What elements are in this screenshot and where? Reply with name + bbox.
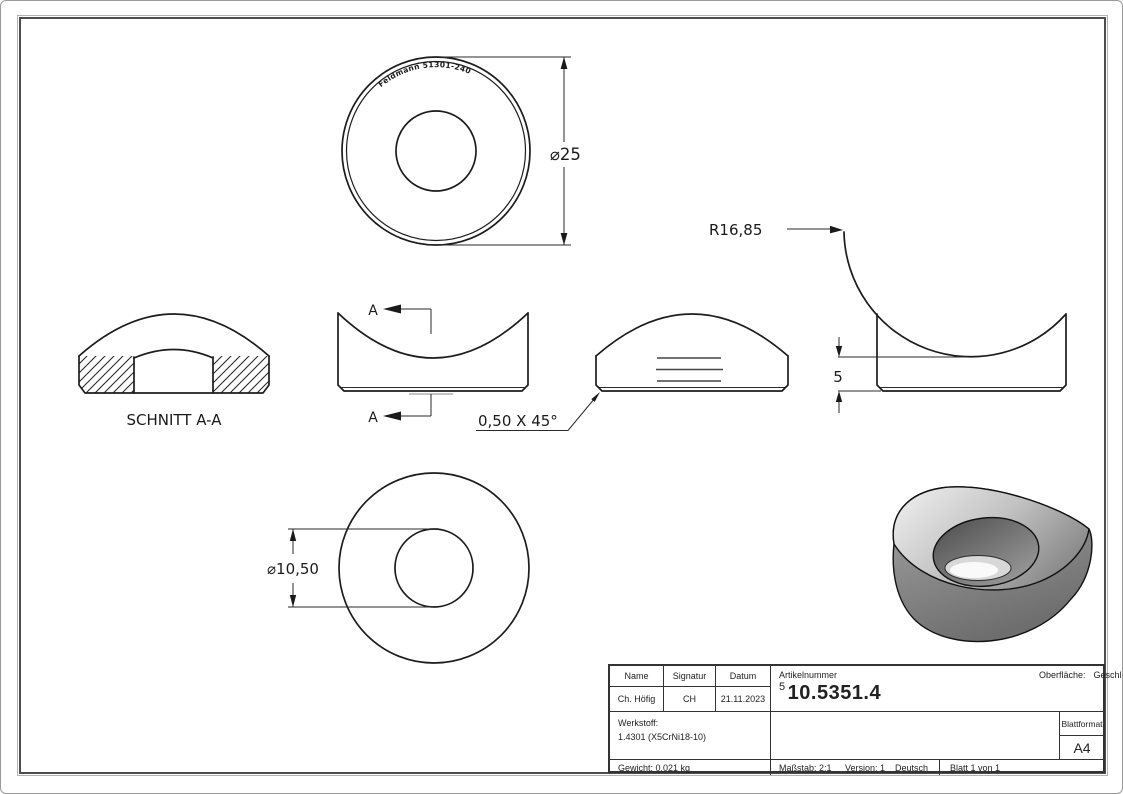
section-hole-edges <box>133 356 214 394</box>
dim-radius-label: R16,85 <box>709 221 762 239</box>
sheet-cell: Blatt 1 von 1 <box>950 762 1001 773</box>
format-value: A4 <box>1060 736 1104 760</box>
dimension-hole-diameter: ⌀10,50 <box>267 528 434 608</box>
material-cell: Werkstoff: 1.4301 (X5CrNi18-10) <box>610 712 771 760</box>
surface-value: Geschliffen Korn 240 <box>1093 670 1122 680</box>
value-signature: CH <box>664 687 716 712</box>
saddle-radius-arc <box>843 231 1067 358</box>
scale-cell: Maßstab: 2:1 Version: 1 Deutsch <box>771 760 940 775</box>
header-name: Name <box>610 666 664 687</box>
article-cell: Artikelnummer Oberfläche: Geschliffen Kor… <box>771 666 1122 712</box>
weight-cell: Gewicht: 0.021 kg <box>610 760 771 775</box>
empty-cell <box>771 712 1060 760</box>
front-saddle-arc <box>337 312 529 359</box>
section-cut-line: A A <box>368 303 432 426</box>
section-letter-top: A <box>368 303 378 319</box>
dim-outer-diameter-label: ⌀25 <box>550 145 581 164</box>
front-outline <box>337 312 529 392</box>
section-top-arc <box>78 313 270 357</box>
dim-height-label: 5 <box>833 368 843 386</box>
stamp-text: Feldmann 51301-240 <box>377 60 473 89</box>
dimension-height: 5 <box>833 337 967 413</box>
part-hole-highlight <box>950 562 998 578</box>
bottom-view: ⌀10,50 <box>267 472 530 664</box>
bottom-outer-circle <box>338 472 530 664</box>
surface-label: Oberfläche: <box>1039 670 1086 680</box>
marking-lines <box>656 357 723 382</box>
outer-circle <box>341 56 531 246</box>
section-view: SCHNITT A-A <box>78 313 270 429</box>
article-number: 5 10.5351.4 <box>779 681 882 705</box>
dim-chamfer-label: 0,50 X 45° <box>478 412 558 430</box>
scale-value: Maßstab: 2:1 <box>779 762 832 773</box>
article-prefix: 5 <box>779 681 786 693</box>
version-value: Version: 1 <box>845 762 886 773</box>
side-view-dome: 0,50 X 45° <box>476 313 789 431</box>
drawing-frame <box>17 15 1108 776</box>
saddle-outline <box>876 313 1067 392</box>
section-letter-bottom: A <box>368 410 378 426</box>
dome-arc <box>595 313 789 357</box>
article-number-value: 10.5351.4 <box>787 682 882 704</box>
dimension-radius: R16,85 <box>709 221 843 239</box>
dimension-outer-diameter: ⌀25 <box>441 56 581 246</box>
language-value: Deutsch <box>895 762 929 773</box>
section-label: SCHNITT A-A <box>126 411 222 429</box>
dimension-chamfer: 0,50 X 45° <box>476 392 600 431</box>
hatch-right <box>213 356 269 393</box>
value-name: Ch. Höfig <box>610 687 664 712</box>
header-date: Datum <box>716 666 771 687</box>
hatch-left <box>79 356 134 393</box>
surface-note: Oberfläche: Geschliffen Korn 240 <box>1039 670 1122 680</box>
header-signature: Signatur <box>664 666 716 687</box>
section-hole-dome <box>133 348 214 359</box>
value-date: 21.11.2023 <box>716 687 771 712</box>
front-view: A A <box>337 303 529 426</box>
material-label: Werkstoff: <box>618 718 659 728</box>
isometric-view <box>892 486 1093 643</box>
format-label: Blattformat <box>1060 712 1104 736</box>
top-view: Feldmann 51301-240 ⌀25 <box>341 56 581 246</box>
dim-hole-diameter-label: ⌀10,50 <box>267 560 319 578</box>
bottom-hole-circle <box>394 528 474 608</box>
section-body-outline <box>78 355 270 394</box>
hole-circle <box>395 110 477 192</box>
dome-outline <box>595 355 789 392</box>
material-value: 1.4301 (X5CrNi18-10) <box>618 732 707 742</box>
chamfer-circle <box>345 60 527 242</box>
article-label: Artikelnummer <box>779 670 838 680</box>
title-block: Name Signatur Datum Ch. Höfig CH 21.11.2… <box>608 664 1122 775</box>
side-view-saddle: R16,85 5 <box>709 221 1067 413</box>
